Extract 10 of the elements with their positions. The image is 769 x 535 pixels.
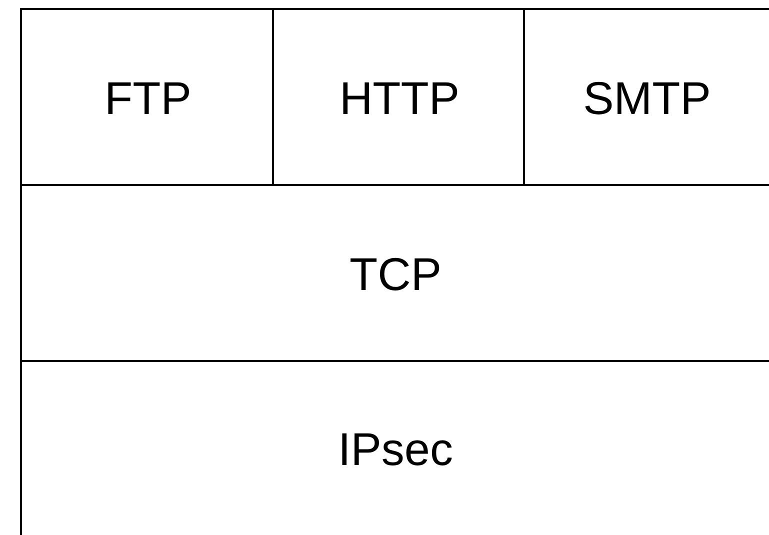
protocol-layer-box (20, 360, 769, 535)
protocol-label: TCP (350, 247, 442, 301)
protocol-layer-box (20, 8, 274, 186)
protocol-label: HTTP (339, 71, 460, 125)
protocol-layer-box (20, 184, 769, 362)
protocol-label: IPsec (338, 422, 454, 476)
protocol-label: SMTP (583, 71, 711, 125)
protocol-layer-box (523, 8, 769, 186)
protocol-label: FTP (104, 71, 192, 125)
protocol-layer-box (272, 8, 525, 186)
